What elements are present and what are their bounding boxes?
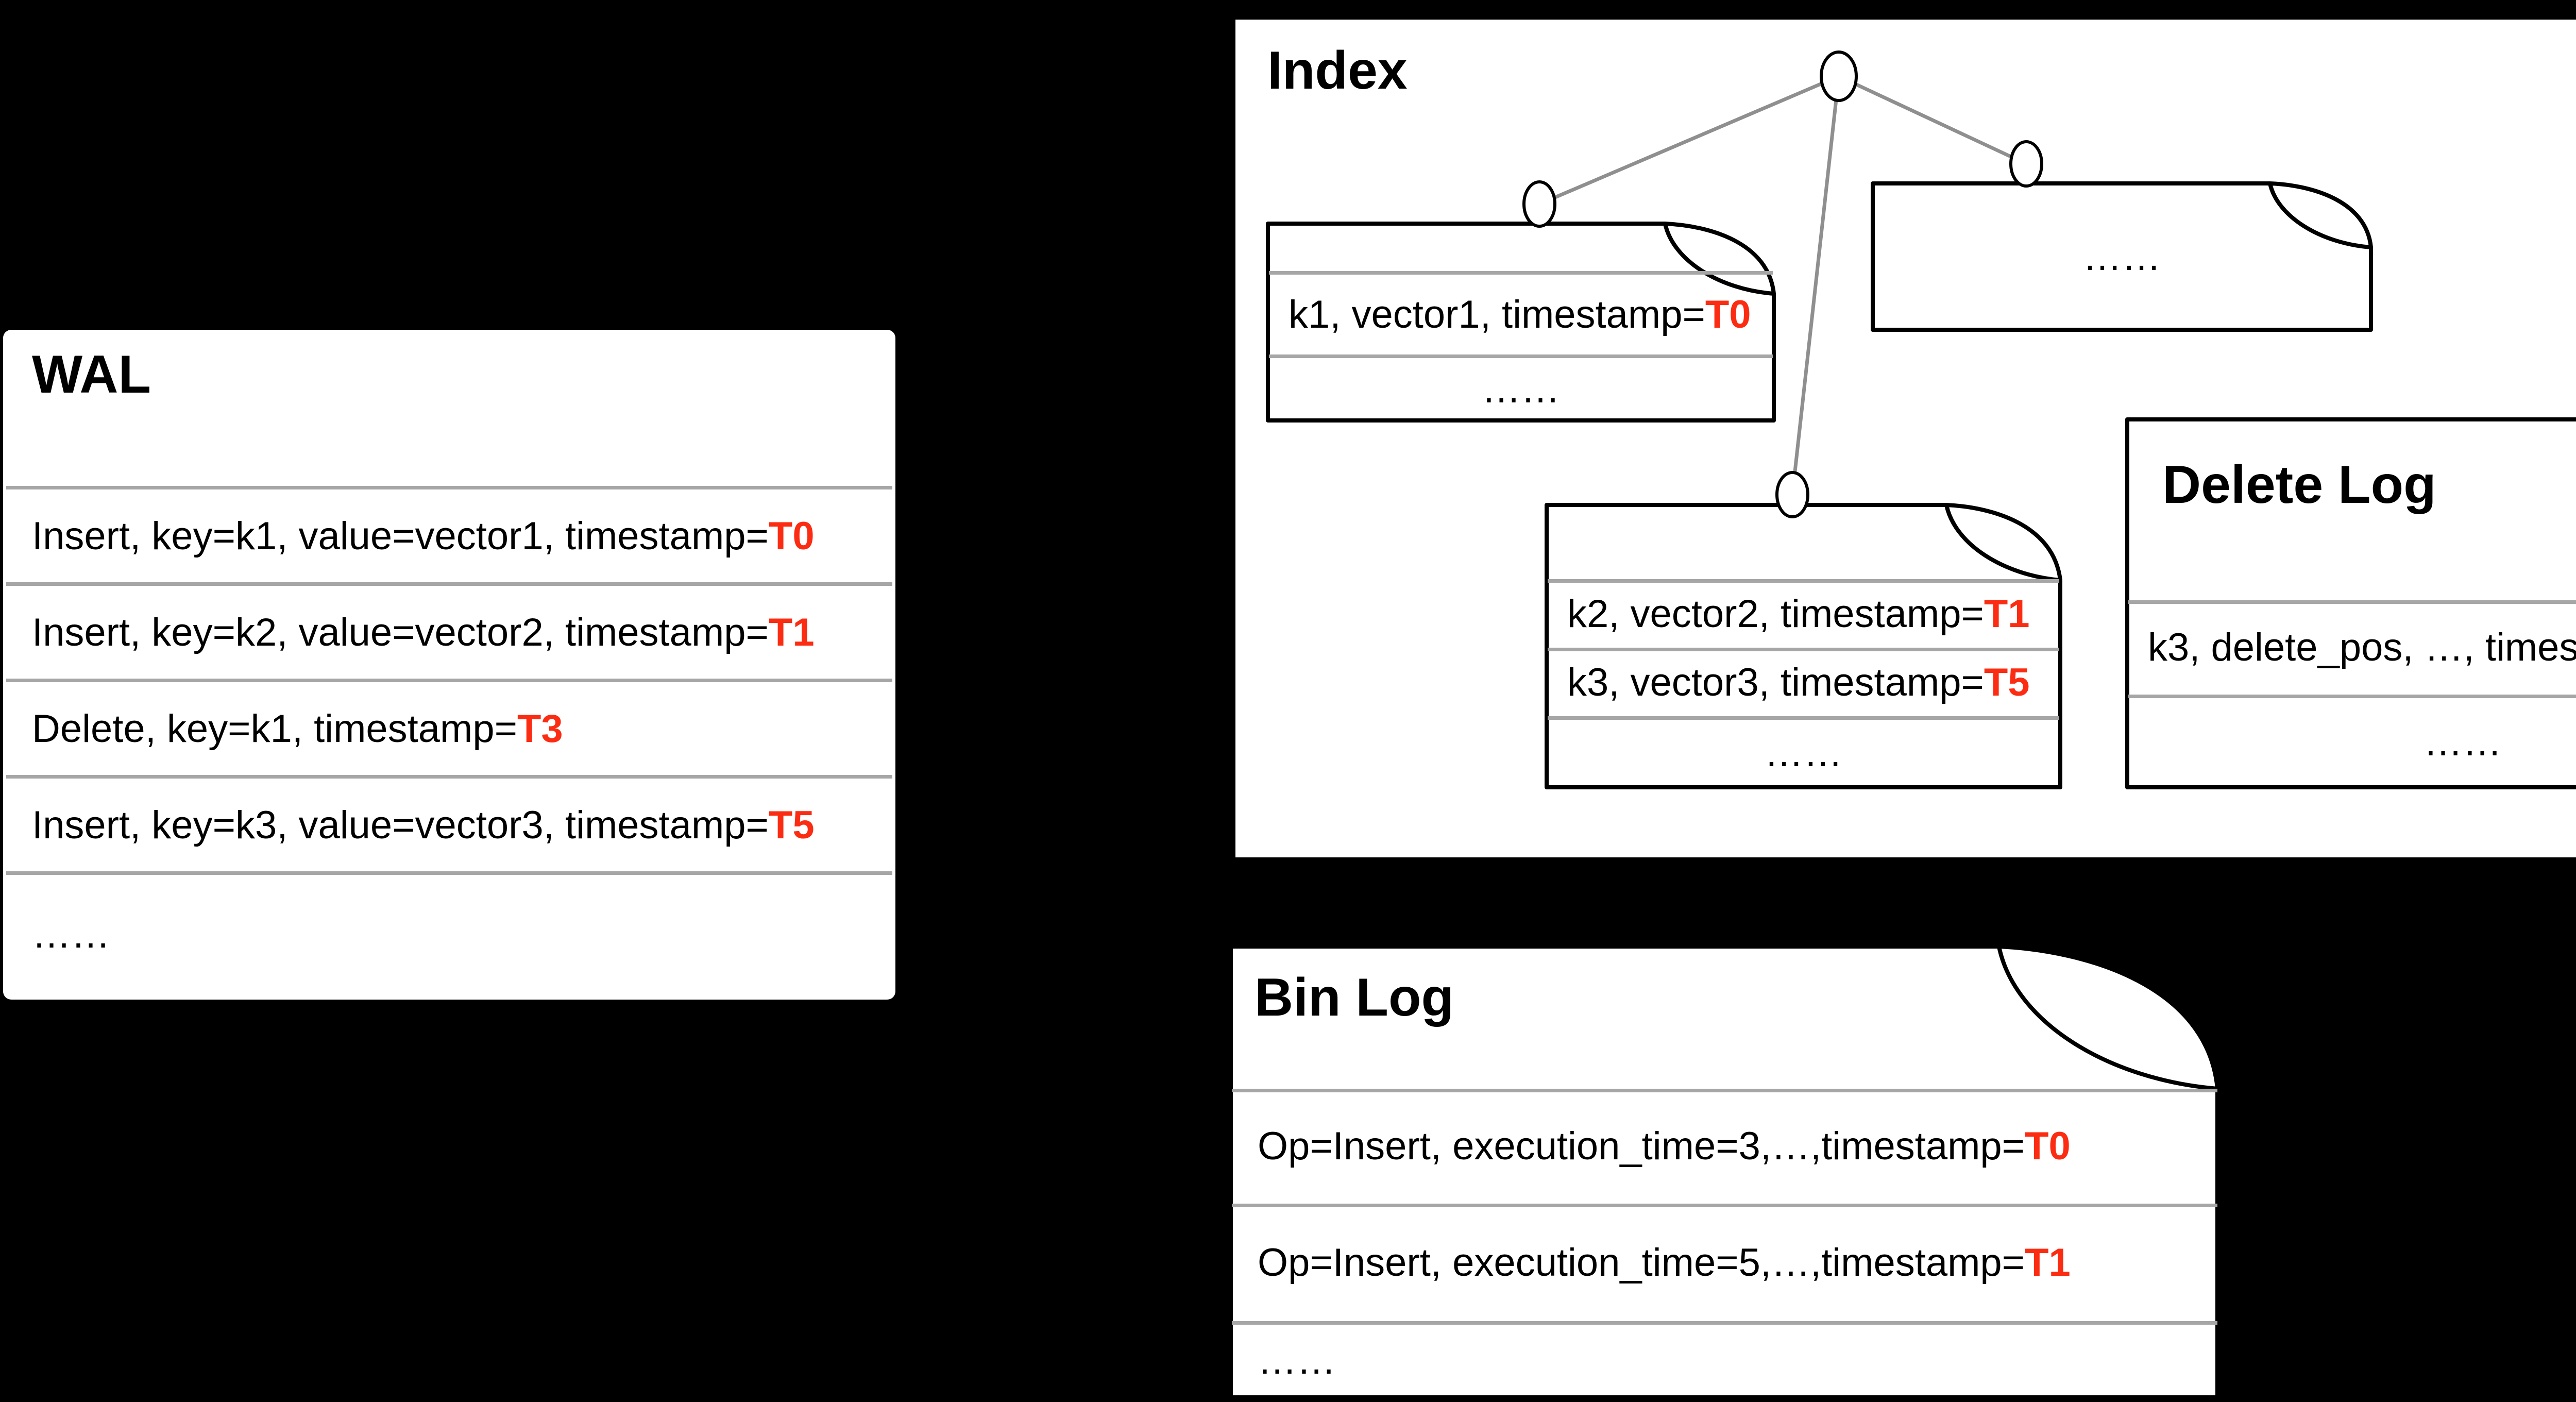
wal-title: WAL: [32, 345, 151, 404]
bin-log-row: ……: [1229, 1325, 2221, 1396]
wal-row-text: Delete, key=k1, timestamp=: [32, 706, 517, 751]
timestamp-value: T0: [768, 514, 815, 558]
divider: [1548, 648, 2059, 651]
wal-row-text: ……: [32, 912, 110, 956]
index-title: Index: [1267, 41, 1408, 100]
entry-text: ……: [1258, 1338, 1336, 1382]
delete-log-panel: Delete Log k3, delete_pos, …, timestamp=…: [2125, 417, 2576, 789]
entry-text: k3, vector3, timestamp=: [1567, 660, 1984, 704]
divider: [1232, 1089, 2217, 1092]
folded-corner: [1997, 944, 2219, 1091]
divider: [1548, 716, 2059, 720]
wal-row: ……: [3, 875, 895, 993]
index-entry-row: ……: [1871, 181, 2373, 332]
entry-text: ……: [1482, 367, 1560, 411]
bin-log-title: Bin Log: [1255, 968, 1454, 1027]
timestamp-value: T1: [2025, 1240, 2071, 1285]
wal-row: Insert, key=k1, value=vector1, timestamp…: [3, 489, 895, 582]
divider: [2128, 600, 2576, 604]
entry-text: ……: [2424, 720, 2502, 764]
folded-corner: [2268, 181, 2373, 249]
divider: [6, 486, 892, 489]
index-entry-row: k2, vector2, timestamp=T1: [1545, 583, 2062, 645]
entry-text: ……: [2082, 234, 2161, 279]
index-entry-row: ……: [1545, 720, 2062, 786]
index-leaf-doc-more: ……: [1871, 181, 2373, 332]
entry-text: k1, vector1, timestamp=: [1289, 293, 1705, 336]
entry-text: k3, delete_pos, …, timestamp=: [2148, 626, 2576, 669]
entry-text: Op=Insert, execution_time=5,…,timestamp=: [1258, 1240, 2025, 1285]
folded-corner: [1944, 503, 2062, 582]
document-shape: [1229, 944, 2219, 1399]
wal-row-text: Insert, key=k1, value=vector1, timestamp…: [32, 514, 769, 558]
index-leaf-doc-k2k3: k2, vector2, timestamp=T1 k3, vector3, t…: [1545, 503, 2062, 789]
timestamp-value: T0: [1705, 293, 1751, 336]
index-entry-row: k3, vector3, timestamp=T5: [1545, 651, 2062, 713]
timestamp-value: T0: [2025, 1124, 2071, 1168]
delete-log-row: ……: [2125, 698, 2576, 786]
entry-text: ……: [1764, 731, 1843, 775]
divider: [1269, 271, 1773, 275]
divider: [6, 679, 892, 682]
bin-log-row: Op=Insert, execution_time=5,…,timestamp=…: [1229, 1207, 2221, 1317]
divider: [1232, 1204, 2217, 1207]
entry-text: Op=Insert, execution_time=3,…,timestamp=: [1258, 1124, 2025, 1168]
wal-panel: WAL Insert, key=k1, value=vector1, times…: [3, 330, 895, 1000]
divider: [6, 871, 892, 875]
timestamp-value: T5: [1984, 660, 2030, 704]
wal-row-text: Insert, key=k2, value=vector2, timestamp…: [32, 610, 769, 654]
folded-corner: [1663, 222, 1776, 296]
timestamp-value: T1: [768, 610, 815, 654]
wal-row: Delete, key=k1, timestamp=T3: [3, 682, 895, 775]
wal-row: Insert, key=k2, value=vector2, timestamp…: [3, 586, 895, 679]
delete-log-title: Delete Log: [2162, 455, 2436, 515]
divider: [2128, 695, 2576, 698]
divider: [1548, 579, 2059, 583]
divider: [1232, 1321, 2217, 1325]
divider: [6, 775, 892, 779]
wal-row-text: Insert, key=k3, value=vector3, timestamp…: [32, 803, 769, 847]
index-leaf-doc-k1: k1, vector1, timestamp=T0 ……: [1266, 222, 1776, 423]
bin-log-row: Op=Insert, execution_time=3,…,timestamp=…: [1229, 1092, 2221, 1200]
index-entry-row: ……: [1266, 358, 1776, 420]
timestamp-value: T3: [517, 706, 563, 751]
divider: [6, 582, 892, 586]
entry-text: k2, vector2, timestamp=: [1567, 592, 1984, 636]
timestamp-value: T5: [768, 803, 815, 847]
bin-log-panel: Bin Log Op=Insert, execution_time=3,…,ti…: [1229, 944, 2221, 1399]
delete-log-row: k3, delete_pos, …, timestamp=T3: [2125, 604, 2576, 691]
timestamp-value: T1: [1984, 592, 2030, 636]
index-entry-row: k1, vector1, timestamp=T0: [1266, 275, 1776, 354]
wal-row: Insert, key=k3, value=vector3, timestamp…: [3, 779, 895, 871]
divider: [1269, 354, 1773, 358]
document-shape: [1871, 181, 2373, 332]
